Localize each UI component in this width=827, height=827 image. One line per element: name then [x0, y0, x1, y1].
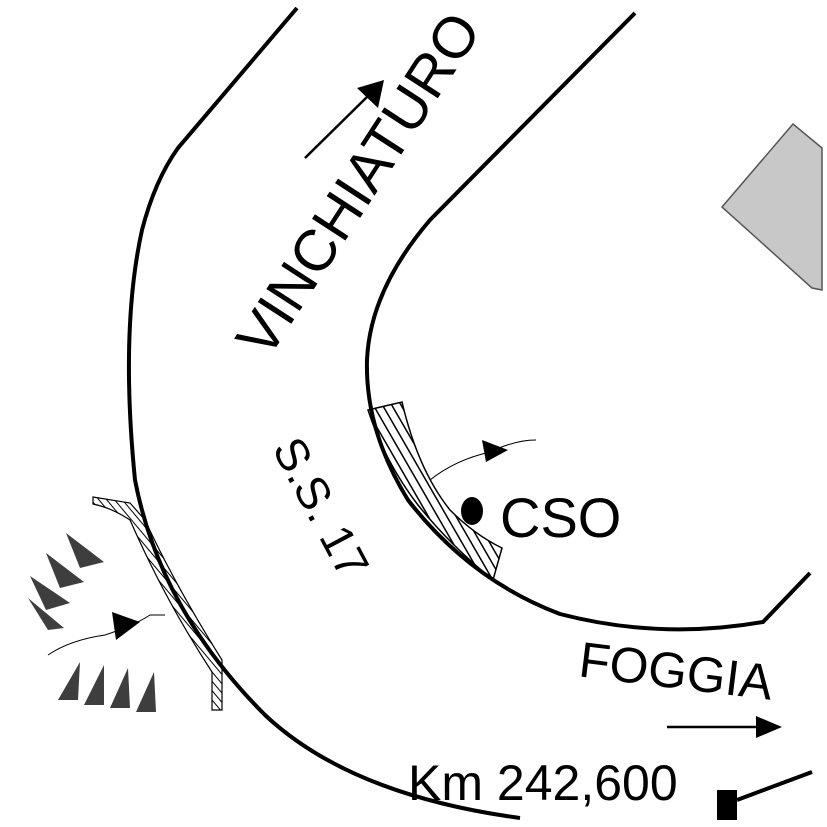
- road-inner-edge: [364, 11, 812, 632]
- kilometre-post: [717, 770, 813, 820]
- point-label: CSO: [500, 486, 621, 549]
- triangle-markers-upper: [28, 533, 104, 630]
- hatched-area-inner: [367, 401, 503, 582]
- cso-point-marker: [461, 497, 483, 525]
- wind-arrow-inner: [429, 439, 537, 481]
- kilometre-label: Km 242,600: [408, 755, 678, 811]
- arrow-east: [667, 716, 782, 738]
- direction-label-east: FOGGIA: [576, 631, 776, 710]
- road-outer-edge: [126, 6, 521, 820]
- road-name-label: S.S. 17: [263, 429, 380, 587]
- building-shape: [720, 122, 823, 291]
- direction-label-north: VINCHIATURO: [224, 1, 494, 368]
- arrow-north-east: [304, 80, 384, 159]
- triangle-markers-lower: [58, 662, 156, 712]
- wind-arrow-outer: [47, 612, 165, 656]
- hatched-strip-outer: [92, 496, 223, 711]
